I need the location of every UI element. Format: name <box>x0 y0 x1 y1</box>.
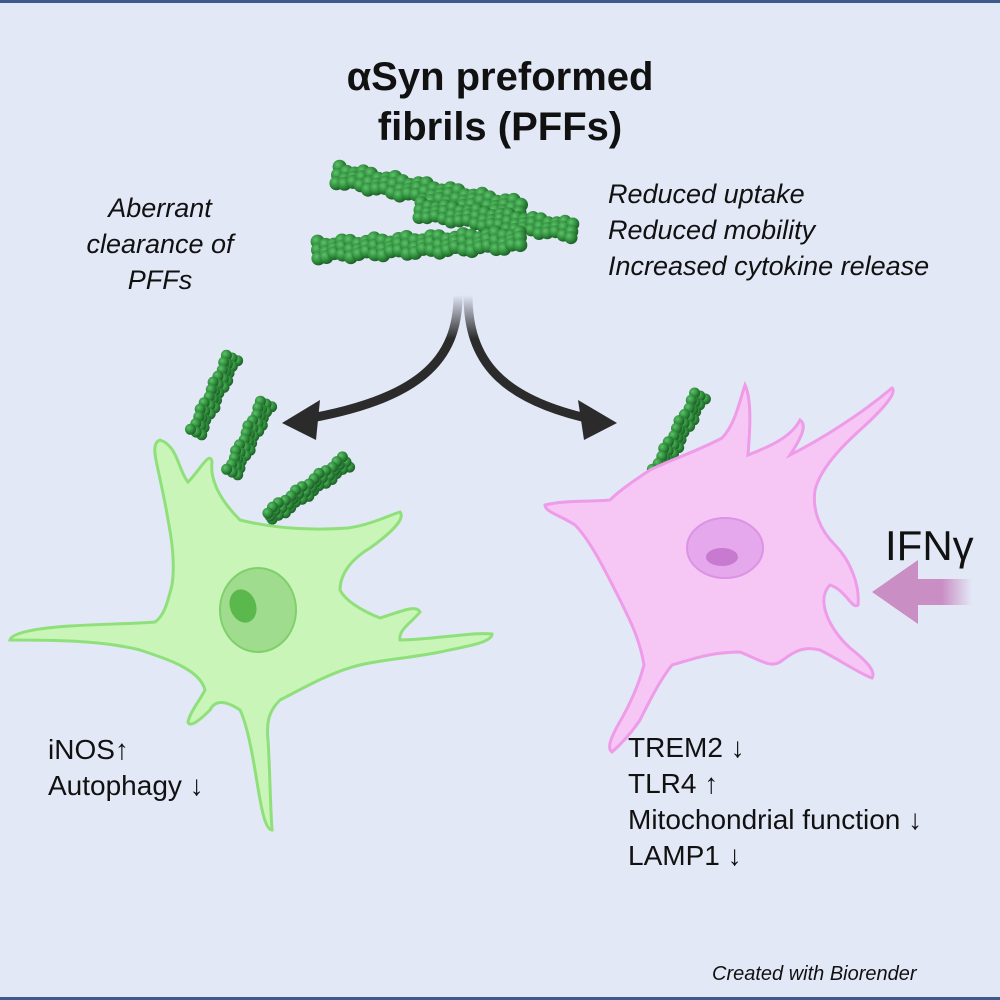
arrowhead-right-icon <box>578 400 617 440</box>
marker-trem2: TREM2 ↓ <box>628 732 745 763</box>
right-note: Reduced uptake Reduced mobility Increase… <box>608 176 929 284</box>
marker-tlr4: TLR4 ↑ <box>628 768 719 799</box>
left-cell-markers: iNOS↑ Autophagy ↓ <box>48 732 204 804</box>
fibril-bead <box>564 231 578 245</box>
arrowhead-left-icon <box>282 400 320 440</box>
microglia-cell-pink <box>543 380 895 754</box>
right-note-line-1: Reduced uptake <box>608 179 805 209</box>
marker-inos: iNOS↑ <box>48 734 129 765</box>
left-note-line-2: clearance of <box>86 229 234 259</box>
fibril-bead <box>221 463 233 475</box>
right-note-line-2: Reduced mobility <box>608 215 816 245</box>
fibril-bead <box>262 507 274 519</box>
credit-text: Created with Biorender <box>712 963 917 985</box>
title: αSyn preformed fibrils (PFFs) <box>250 52 750 152</box>
split-arrow <box>282 294 617 440</box>
left-note-line-1: Aberrant <box>108 193 212 223</box>
right-cell-markers: TREM2 ↓ TLR4 ↑ Mitochondrial function ↓ … <box>628 730 922 874</box>
marker-lamp1: LAMP1 ↓ <box>628 840 742 871</box>
title-line-2: fibrils (PFFs) <box>377 105 623 149</box>
marker-autophagy: Autophagy ↓ <box>48 770 204 801</box>
ifn-arrow <box>872 560 972 624</box>
pff-fibril-cluster <box>310 159 580 266</box>
right-note-line-3: Increased cytokine release <box>608 251 930 281</box>
fibril-bead <box>185 423 196 435</box>
left-note: Aberrant clearance of PFFs <box>60 190 260 298</box>
microglia-cell-green <box>8 438 494 832</box>
marker-mitochondrial-function: Mitochondrial function ↓ <box>628 804 923 835</box>
ifn-gamma-label: IFNγ <box>885 522 974 569</box>
title-line-1: αSyn preformed <box>346 55 654 99</box>
fibril-bead <box>513 238 528 253</box>
left-note-line-3: PFFs <box>127 265 193 295</box>
pff-fibrils-left <box>185 349 356 525</box>
